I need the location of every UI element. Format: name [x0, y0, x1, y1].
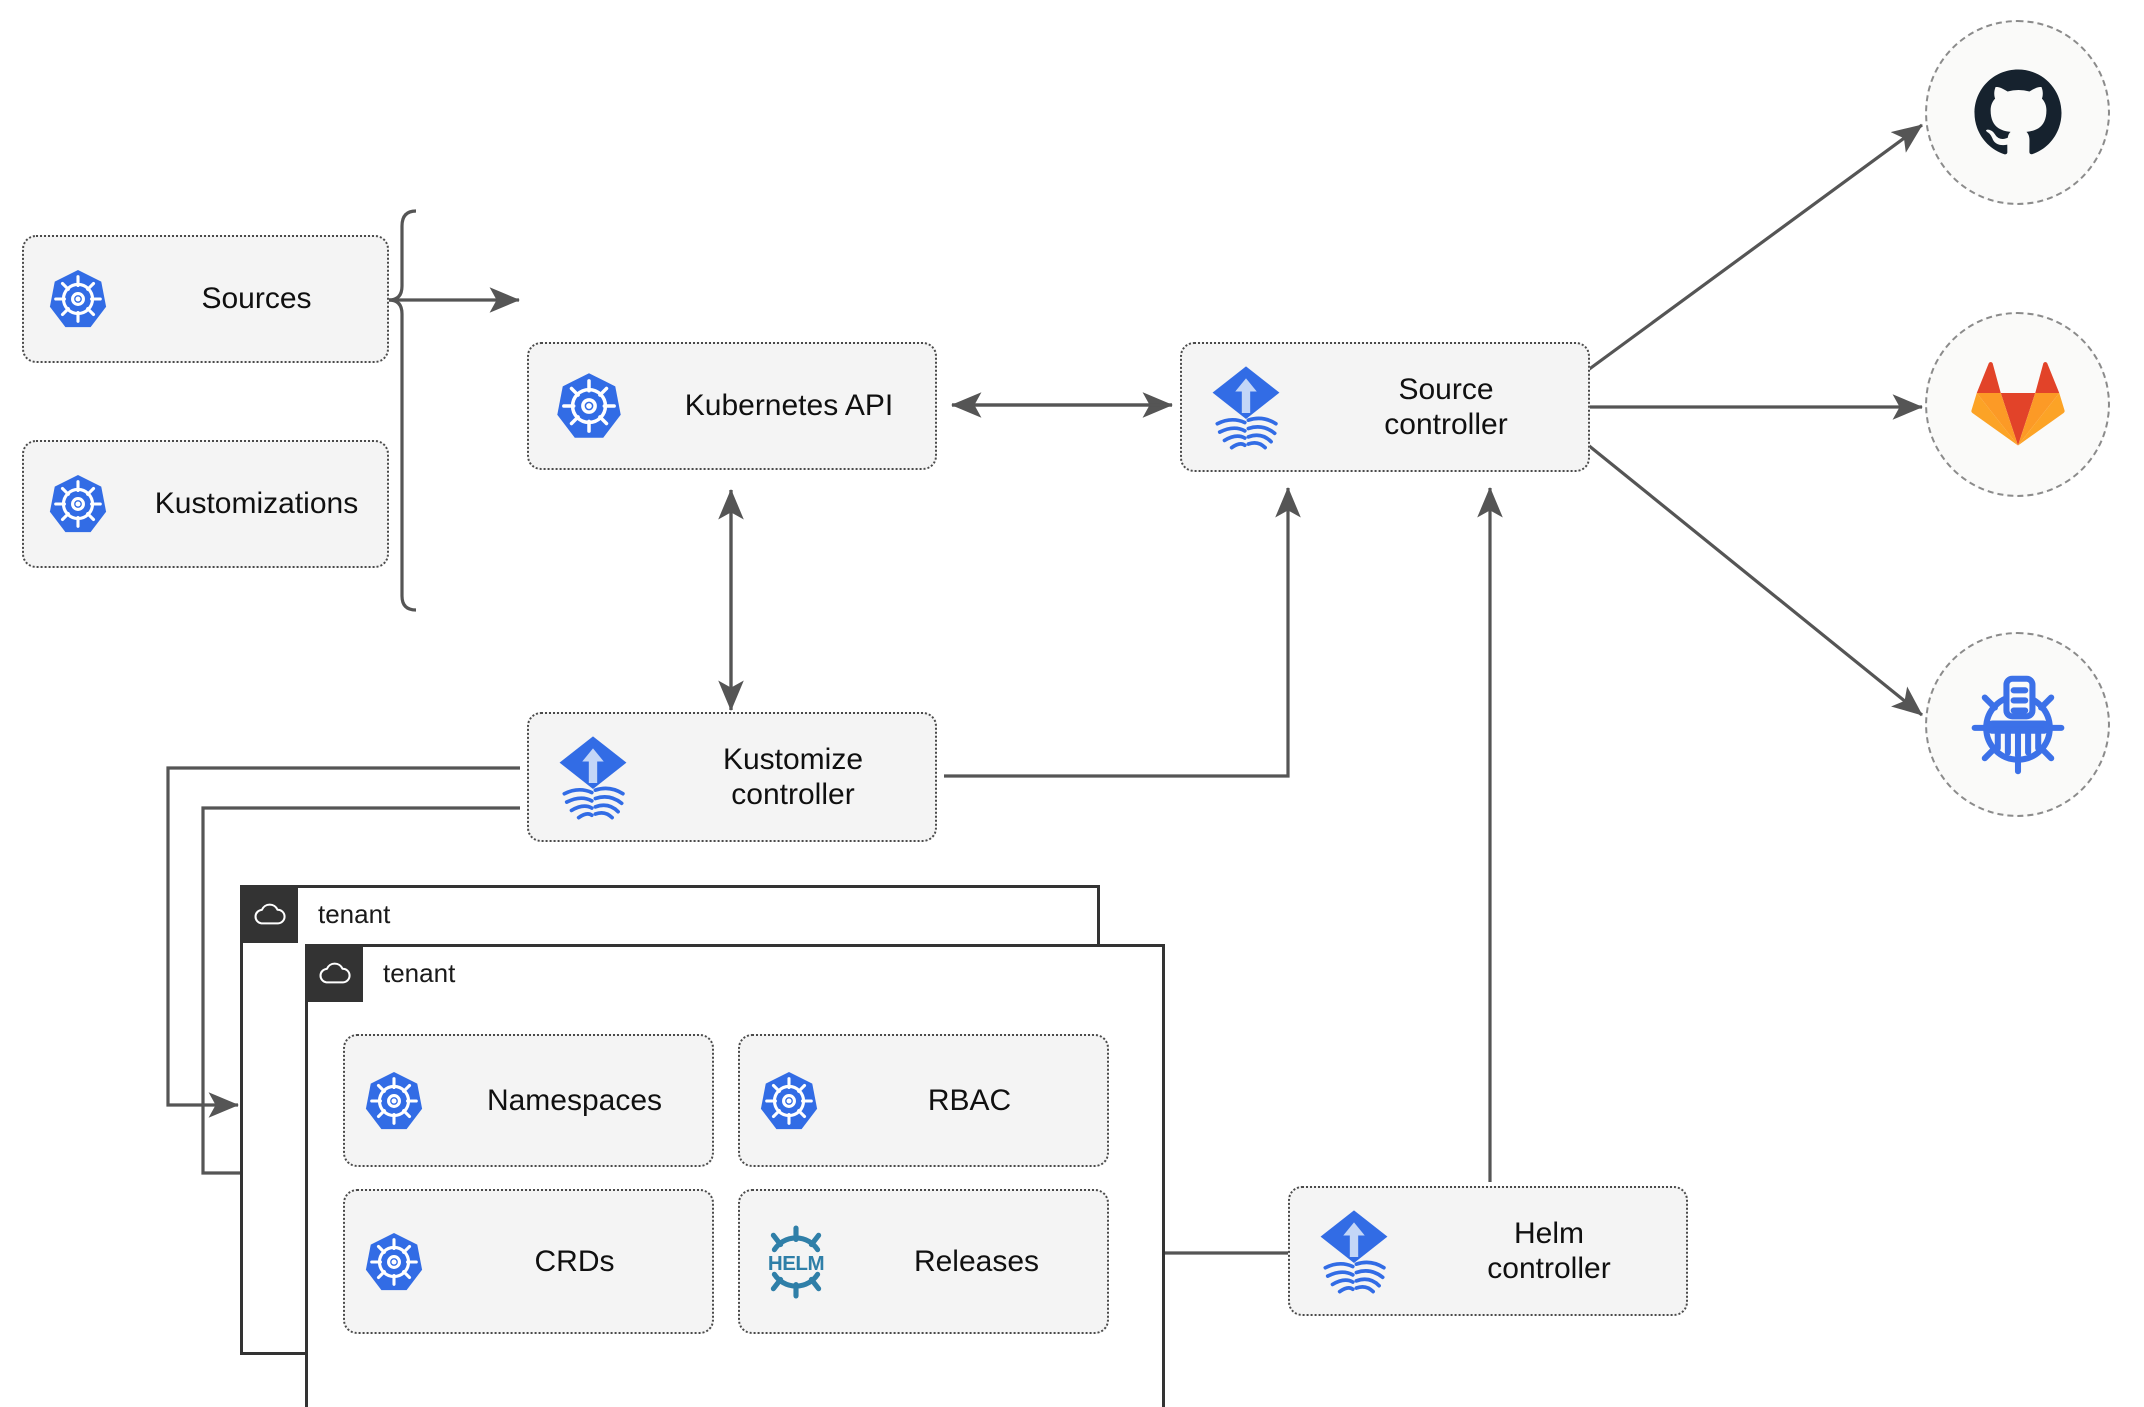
node-kubernetes-api[interactable]: Kubernetes API	[527, 342, 937, 470]
kubernetes-icon	[24, 473, 132, 535]
node-crds[interactable]: CRDs	[343, 1189, 714, 1334]
provider-gitlab[interactable]	[1925, 312, 2110, 497]
tenant-label: tenant	[383, 957, 456, 988]
kubernetes-icon	[345, 1231, 443, 1293]
provider-github[interactable]	[1925, 20, 2110, 205]
svg-text:HELM: HELM	[768, 1252, 824, 1275]
helm-icon: HELM	[740, 1225, 852, 1299]
node-label: Helm controller	[1487, 1216, 1611, 1285]
tenant-header: tenant	[240, 885, 390, 943]
cloud-icon	[305, 944, 363, 1002]
tenant-header: tenant	[305, 944, 455, 1002]
node-source-controller[interactable]: Source controller	[1180, 342, 1590, 472]
kubernetes-icon	[345, 1070, 443, 1132]
node-label: Kubernetes API	[684, 389, 894, 423]
node-kustomize-controller[interactable]: Kustomize controller	[527, 712, 937, 842]
gitlab-icon	[1970, 361, 2065, 445]
node-label: Namespaces	[486, 1083, 663, 1117]
node-releases[interactable]: HELM Releases	[738, 1189, 1109, 1334]
tenant-resource-grid: Namespaces RBAC	[343, 1034, 1109, 1334]
cloud-icon	[240, 885, 298, 943]
node-label: CRDs	[534, 1244, 615, 1278]
flux-icon	[1182, 364, 1310, 450]
kubernetes-icon	[529, 371, 649, 441]
node-namespaces[interactable]: Namespaces	[343, 1034, 714, 1167]
node-label: Source controller	[1384, 372, 1508, 441]
node-label: Kustomize controller	[722, 742, 864, 811]
kubernetes-icon	[740, 1070, 838, 1132]
node-rbac[interactable]: RBAC	[738, 1034, 1109, 1167]
flux-icon	[529, 734, 657, 820]
node-label: Sources	[201, 282, 312, 316]
node-kustomizations[interactable]: Kustomizations	[22, 440, 389, 568]
flux-icon	[1290, 1208, 1418, 1294]
node-label: Releases	[913, 1244, 1040, 1278]
node-helm-controller[interactable]: Helm controller	[1288, 1186, 1688, 1316]
tenant-label: tenant	[318, 898, 391, 929]
node-label: RBAC	[927, 1083, 1012, 1117]
kubernetes-icon	[24, 268, 132, 330]
bucket-icon	[1971, 675, 2064, 774]
node-sources[interactable]: Sources	[22, 235, 389, 363]
provider-bucket[interactable]	[1925, 632, 2110, 817]
node-label: Kustomizations	[154, 487, 359, 521]
github-icon	[1974, 69, 2061, 154]
